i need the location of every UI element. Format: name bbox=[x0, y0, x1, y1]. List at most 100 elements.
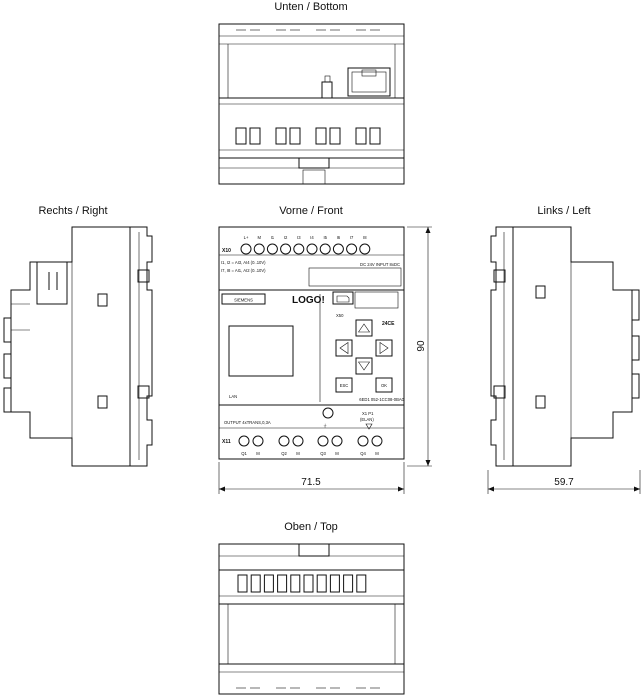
output-terminal-label: M bbox=[296, 451, 300, 456]
product-label: LOGO! bbox=[292, 295, 325, 306]
key-ok[interactable] bbox=[375, 377, 393, 393]
height-dimension-label: 90 bbox=[416, 340, 427, 352]
input-terminal-screw bbox=[240, 243, 252, 255]
terminal-release-slot bbox=[250, 574, 261, 593]
terminal-release-slot bbox=[289, 127, 301, 145]
output-terminal-label: M bbox=[375, 451, 379, 456]
depth-dimension-label: 59.7 bbox=[554, 477, 574, 488]
input-terminal-screw bbox=[280, 243, 292, 255]
output-terminal-row: Q1 M Q2 M Q3 M Q4 M bbox=[238, 435, 383, 456]
key-right[interactable] bbox=[375, 339, 393, 357]
input-terminal-screw bbox=[319, 243, 331, 255]
input-terminal-label: I4 bbox=[310, 235, 314, 240]
input-terminal-label: I6 bbox=[337, 235, 341, 240]
top-view-title: Oben / Top bbox=[284, 521, 338, 533]
terminal-release-slot bbox=[263, 574, 274, 593]
bottom-view bbox=[218, 23, 405, 185]
terminal-release-slot bbox=[329, 127, 341, 145]
output-connector-label: X11 bbox=[222, 439, 231, 445]
terminal-release-slot bbox=[316, 574, 327, 593]
input-terminal-screw bbox=[332, 243, 344, 255]
output-terminal-label: Q4 bbox=[360, 451, 366, 456]
keypad: ESC OK bbox=[335, 319, 393, 393]
analog-note-1: I1, I2 = AI3, AI4 (0..10V) bbox=[221, 260, 266, 265]
input-terminal-screw bbox=[306, 243, 318, 255]
output-note: OUTPUT 4xTRANS,0,3A bbox=[224, 420, 271, 425]
terminal-release-slot bbox=[275, 127, 287, 145]
key-down[interactable] bbox=[355, 357, 373, 375]
input-terminal-label: I1 bbox=[271, 235, 275, 240]
left-view-title: Links / Left bbox=[537, 205, 590, 217]
output-terminal-label: Q3 bbox=[320, 451, 326, 456]
input-terminal-label: I5 bbox=[323, 235, 327, 240]
input-terminal-screw bbox=[266, 243, 278, 255]
esc-key-label: ESC bbox=[340, 383, 349, 388]
output-terminal-label: Q2 bbox=[281, 451, 287, 456]
arrow-up-icon bbox=[357, 323, 371, 333]
input-terminal-label: I3 bbox=[297, 235, 301, 240]
top-view bbox=[218, 543, 405, 695]
front-view-title: Vorne / Front bbox=[279, 205, 343, 217]
power-note: DC 24V INPUT 8xDC bbox=[360, 262, 400, 267]
output-terminal-screw bbox=[357, 435, 369, 447]
right-view bbox=[3, 226, 153, 467]
arrow-left-icon bbox=[339, 341, 349, 355]
width-dimension-label: 71.5 bbox=[301, 477, 321, 488]
output-terminal-screw bbox=[292, 435, 304, 447]
ground-symbol-icon: ⏚ bbox=[323, 423, 327, 428]
analog-note-2: I7, I8 = AI1, AI2 (0..10V) bbox=[221, 268, 266, 273]
output-terminal-label: M bbox=[335, 451, 339, 456]
output-terminal-screw bbox=[278, 435, 290, 447]
terminal-release-slot bbox=[356, 574, 367, 593]
input-terminal-label: I8 bbox=[363, 235, 367, 240]
input-terminal-screw bbox=[346, 243, 358, 255]
card-slot-label: X50 bbox=[336, 313, 344, 318]
input-terminal-screw bbox=[253, 243, 265, 255]
terminal-release-slot bbox=[369, 127, 381, 145]
lan-label: LAN bbox=[229, 394, 237, 399]
output-terminal-screw bbox=[238, 435, 250, 447]
input-terminal-label: L+ bbox=[244, 235, 249, 240]
key-esc[interactable] bbox=[335, 377, 353, 393]
terminal-release-slot bbox=[343, 574, 354, 593]
dimension-height: 90 bbox=[407, 226, 432, 467]
output-terminal-screw bbox=[317, 435, 329, 447]
input-terminal-label: I2 bbox=[284, 235, 288, 240]
input-terminal-screw bbox=[293, 243, 305, 255]
output-terminal-label: M bbox=[256, 451, 260, 456]
right-view-title: Rechts / Right bbox=[38, 205, 107, 217]
input-terminal-label: I7 bbox=[350, 235, 354, 240]
left-view bbox=[490, 226, 640, 467]
terminal-release-slot bbox=[303, 574, 314, 593]
input-terminal-label: M bbox=[257, 235, 261, 240]
order-number: 6ED1 052-1CC08-0BA0 bbox=[359, 397, 404, 402]
terminal-release-slot bbox=[277, 574, 288, 593]
dimension-width: 71.5 bbox=[218, 462, 405, 494]
key-up[interactable] bbox=[355, 319, 373, 337]
ok-key-label: OK bbox=[381, 383, 387, 388]
ethernet-note-2: (ELAN) bbox=[360, 417, 374, 422]
input-terminal-row: L+ M I1 I2 I3 I4 I5 I6 I7 I8 bbox=[240, 235, 371, 255]
terminal-release-slot bbox=[235, 127, 247, 145]
input-connector-label: X10 bbox=[222, 248, 231, 254]
output-terminal-screw bbox=[252, 435, 264, 447]
arrow-down-icon bbox=[357, 361, 371, 371]
ethernet-note-1: X1 P1 bbox=[362, 411, 374, 416]
terminal-release-slot bbox=[237, 574, 248, 593]
output-terminal-label: Q1 bbox=[241, 451, 247, 456]
front-view: X10 L+ M I1 I2 I3 I4 I5 I6 I7 I8 I1, I2 = AI3, AI… bbox=[218, 226, 405, 460]
key-left[interactable] bbox=[335, 339, 353, 357]
terminal-release-slot bbox=[290, 574, 301, 593]
terminal-release-slot bbox=[355, 127, 367, 145]
variant-label: 24CE bbox=[382, 321, 395, 327]
output-terminal-screw bbox=[371, 435, 383, 447]
input-terminal-screw bbox=[359, 243, 371, 255]
bottom-view-title: Unten / Bottom bbox=[274, 1, 347, 13]
terminal-release-slot bbox=[315, 127, 327, 145]
brand-label: SIEMENS bbox=[234, 298, 253, 303]
output-terminal-screw bbox=[331, 435, 343, 447]
terminal-release-slot bbox=[329, 574, 340, 593]
terminal-release-slot bbox=[249, 127, 261, 145]
arrow-right-icon bbox=[379, 341, 389, 355]
